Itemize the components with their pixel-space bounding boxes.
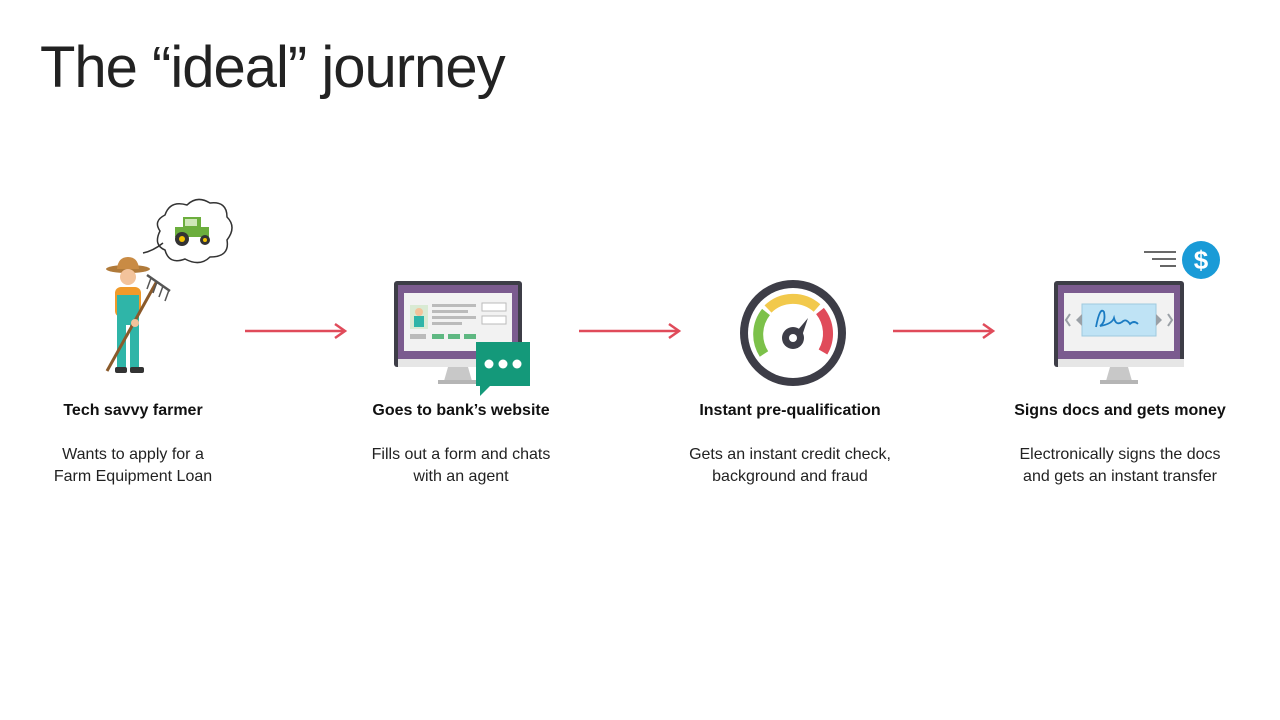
esign-money-icon: $: [1052, 240, 1224, 390]
tractor-icon: [175, 217, 210, 246]
chat-bubble-icon: [476, 342, 530, 396]
step-1-description-line-1: Wants to apply for a: [62, 446, 204, 463]
step-2-description-line-2: with an agent: [413, 468, 509, 485]
step-3-description-line-2: background and fraud: [712, 468, 868, 485]
step-2-description-line-1: Fills out a form and chats: [371, 446, 551, 463]
arrow-right-icon: [893, 322, 996, 340]
svg-text:$: $: [1194, 245, 1209, 275]
dollar-coin-icon: $: [1144, 241, 1220, 279]
step-3-description: Gets an instant credit check, background…: [660, 444, 920, 488]
step-4-description: Electronically signs the docs and gets a…: [990, 444, 1250, 488]
step-4-description-line-2: and gets an instant transfer: [1023, 468, 1217, 485]
step-4-title: Signs docs and gets money: [1014, 402, 1226, 419]
step-1-title: Tech savvy farmer: [63, 402, 203, 419]
arrow-right-icon: [245, 322, 348, 340]
step-1-description: Wants to apply for a Farm Equipment Loan: [3, 444, 263, 488]
step-1-description-line-2: Farm Equipment Loan: [53, 468, 213, 485]
arrow-right-icon: [579, 322, 682, 340]
step-3-description-line-1: Gets an instant credit check,: [689, 446, 891, 463]
step-2-description: Fills out a form and chats with an agent: [331, 444, 591, 488]
step-4-description-line-1: Electronically signs the docs: [1019, 446, 1221, 463]
bank-website-icon: [392, 278, 534, 398]
thought-bubble-icon: [142, 198, 233, 264]
speedometer-icon: [738, 278, 848, 388]
step-3-title: Instant pre-qualification: [699, 402, 881, 419]
step-2-title: Goes to bank’s website: [372, 402, 550, 419]
slide-title: The “ideal” journey: [40, 35, 506, 100]
farmer-icon: [95, 195, 235, 390]
